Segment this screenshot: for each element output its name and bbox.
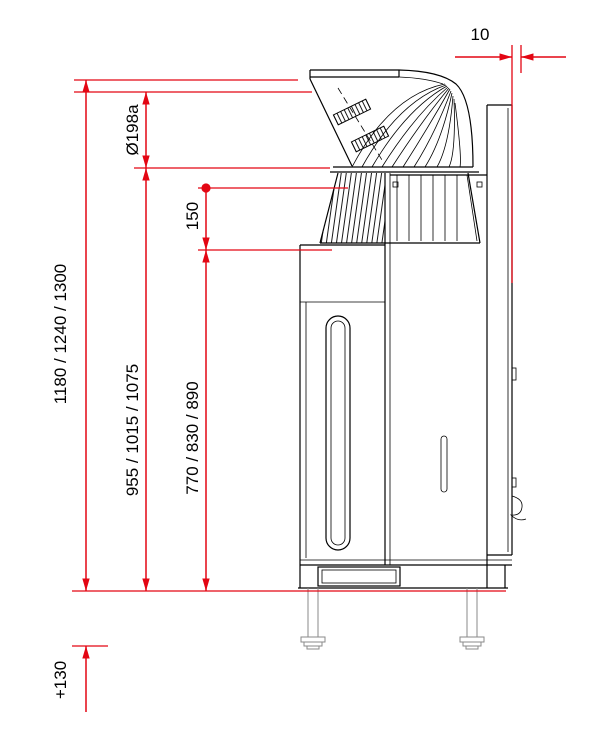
frame-notch-upper xyxy=(511,367,517,381)
sensor-cable xyxy=(509,495,527,521)
foot-left xyxy=(300,588,326,650)
dim-foot-adjustment-label: +130 xyxy=(51,661,70,699)
dim-mid-height-label: 955 / 1015 / 1075 xyxy=(123,364,142,496)
dim-flue-offset xyxy=(201,183,211,250)
flue-skirt xyxy=(385,172,483,244)
frame-notch-lower xyxy=(511,477,517,488)
dim-top-gap xyxy=(455,45,566,283)
stove-drawing xyxy=(298,69,527,650)
front-frame xyxy=(487,104,527,556)
door-handle-slot xyxy=(440,435,448,493)
flue-elbow-fan xyxy=(330,69,479,173)
dim-flue-diameter-label: Ø198a xyxy=(123,104,142,156)
foot-right xyxy=(459,588,485,650)
dim-flue-offset-label: 150 xyxy=(183,202,202,230)
flue-collar xyxy=(319,172,385,244)
dim-top-gap-label: 10 xyxy=(471,25,490,44)
flue-duct xyxy=(309,69,400,167)
dim-lower-height-label: 770 / 830 / 890 xyxy=(183,381,202,494)
flue-clamp-upper xyxy=(332,98,372,126)
dim-overall-height-label: 1180 / 1240 / 1300 xyxy=(51,264,70,405)
flue-clamp-lower xyxy=(350,125,390,153)
dimension-lines xyxy=(72,45,566,712)
stove-body xyxy=(299,105,488,588)
side-glass-slot xyxy=(325,315,351,551)
adjustable-feet xyxy=(300,588,485,650)
duct-axis-centerline xyxy=(337,87,383,161)
base-plinth xyxy=(298,559,512,589)
dimension-labels: 10 Ø198a 150 1180 / 1240 / 1300 955 / 10… xyxy=(51,25,489,699)
